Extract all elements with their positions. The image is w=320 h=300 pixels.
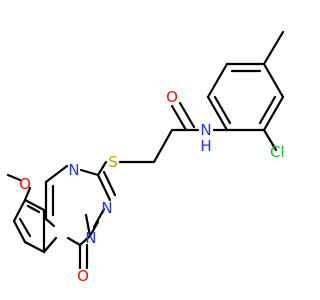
bond	[206, 62, 229, 99]
bond	[213, 95, 232, 125]
atom-label-nitrogen: N	[101, 199, 112, 217]
bond	[12, 198, 27, 223]
bond	[23, 186, 32, 202]
bond	[26, 204, 41, 214]
atom-label-hydrogen: H	[200, 137, 211, 155]
bond	[262, 62, 285, 99]
bond	[12, 219, 27, 244]
bond	[262, 95, 285, 132]
atom-label-nitrogen: N	[85, 229, 96, 247]
bond	[96, 173, 112, 202]
bond	[258, 95, 277, 125]
bond	[44, 217, 56, 228]
bond	[6, 173, 22, 182]
bond	[23, 240, 46, 254]
molecule-structure: Cl N H O S N N N O O	[6, 30, 285, 285]
atom-label-chlorine: Cl	[270, 143, 285, 161]
atom-label-oxygen: O	[166, 88, 178, 106]
atom-label-nitrogen: N	[200, 121, 211, 139]
bond	[44, 164, 69, 184]
bond	[23, 198, 46, 212]
atom-label-sulfur: S	[108, 153, 118, 171]
atom-label-oxygen: O	[77, 267, 89, 285]
bond	[206, 95, 229, 132]
atom-label-oxygen: O	[19, 175, 31, 193]
bond	[262, 128, 278, 152]
bond	[66, 236, 82, 247]
bond	[170, 104, 188, 132]
bond	[152, 128, 174, 164]
atom-label-nitrogen: N	[68, 161, 79, 179]
bond	[178, 101, 196, 129]
bond	[102, 170, 117, 197]
bond	[88, 220, 100, 238]
bond-layer	[6, 30, 285, 270]
bond	[42, 236, 58, 254]
bond	[18, 217, 32, 238]
bond	[79, 168, 100, 177]
bond	[96, 160, 108, 177]
bond	[84, 213, 92, 238]
bond	[262, 30, 285, 66]
bond	[78, 234, 92, 247]
atom-label-layer: Cl N H O S N N N O O	[19, 88, 285, 285]
